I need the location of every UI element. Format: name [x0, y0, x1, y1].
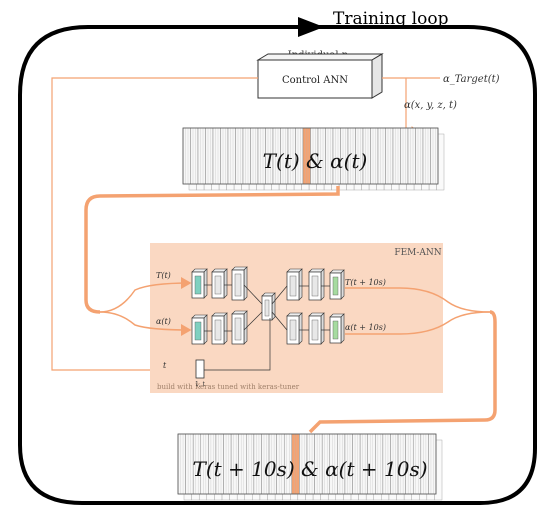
- decoder-T-output-kernel: [332, 276, 339, 296]
- stack-slice: [428, 433, 437, 495]
- encoder-T-layer-3-side: [243, 266, 248, 301]
- field-stack-bottom: [177, 433, 443, 501]
- fem-input-T: T(t): [156, 271, 171, 280]
- fem-ann-network: [191, 266, 345, 345]
- main-data-path-top: [84, 186, 340, 314]
- stack-slice: [235, 127, 244, 185]
- stack-slice: [182, 127, 191, 185]
- encoder-alpha-layer-2-side: [223, 312, 228, 345]
- stack-slice: [415, 127, 424, 185]
- time-node-label: 1, t: [195, 381, 206, 388]
- decoder-alpha-output-side: [340, 313, 345, 344]
- decoder-alpha-layer-2-side: [320, 312, 325, 345]
- stack-slice: [177, 433, 186, 495]
- fem-output-T: T(t + 10s): [345, 278, 386, 287]
- stack-slice: [220, 127, 229, 185]
- stack-slice: [250, 127, 259, 185]
- decoder-T-layer-1-side: [298, 268, 303, 301]
- stack-slice: [197, 127, 206, 185]
- control-ann-box: Control ANN: [256, 53, 384, 99]
- encoder-alpha-layer-3-kernel: [234, 317, 242, 341]
- main-data-path-bottom: [308, 310, 497, 434]
- stack-slice: [422, 127, 431, 185]
- encoder-T-layer-2-kernel: [214, 275, 222, 295]
- fem-input-alpha: α(t): [156, 317, 171, 326]
- stack-slice: [392, 127, 401, 185]
- alpha-field-label: α(x, y, z, t): [404, 100, 457, 111]
- input-splitter: [99, 277, 192, 336]
- decoder-alpha-layer-2-kernel: [311, 319, 319, 341]
- stack-slice: [430, 127, 439, 185]
- encoder-T-layer-3-kernel: [234, 273, 242, 297]
- encoder-alpha-layer-1-kernel: [194, 321, 202, 341]
- stack-outline: [182, 127, 439, 185]
- control-ann-label: Control ANN: [282, 75, 348, 86]
- layer-connection: [271, 311, 288, 331]
- loop-arrowhead: [298, 17, 324, 37]
- encoder-T-layer-1-kernel: [194, 275, 202, 295]
- latent-merge-layer-side: [271, 292, 276, 321]
- layer-connection: [271, 285, 288, 305]
- encoder-T-layer-2-side: [223, 268, 228, 299]
- diagram-title: Training loop: [333, 9, 449, 29]
- encoder-T-layer-1-side: [203, 268, 208, 299]
- stack-slice: [227, 127, 236, 185]
- fem-output-alpha: α(t + 10s): [345, 323, 386, 332]
- time-input-node: [195, 359, 205, 379]
- stack-slice: [205, 127, 214, 185]
- stack-outline: [177, 433, 437, 495]
- fem-ann-label: FEM-ANN: [394, 248, 441, 258]
- encoder-alpha-layer-1-side: [203, 314, 208, 345]
- stack-slice: [377, 127, 386, 185]
- decoder-T-layer-2-side: [320, 268, 325, 301]
- layer-connection: [243, 284, 263, 305]
- time-node-connector: [204, 318, 271, 371]
- latent-merge-layer-kernel: [264, 299, 270, 317]
- field-stack-top: [182, 127, 445, 191]
- field-stack-top-label: T(t) & α(t): [263, 149, 368, 173]
- training-loop-frame: [18, 25, 537, 505]
- field-stack-bottom-label: T(t + 10s) & α(t + 10s): [192, 457, 427, 481]
- decoder-alpha-layer-1-kernel: [289, 319, 297, 341]
- decoder-T-output-side: [340, 269, 345, 300]
- stack-slice: [370, 127, 379, 185]
- alpha-target-label: α_Target(t): [443, 74, 500, 85]
- stack-slice: [400, 127, 409, 185]
- decoder-alpha-output-kernel: [332, 320, 339, 340]
- output-merge: [345, 287, 491, 335]
- stack-slice: [212, 127, 221, 185]
- stack-slice: [385, 127, 394, 185]
- encoder-alpha-layer-2-kernel: [214, 319, 222, 341]
- decoder-alpha-layer-1-side: [298, 312, 303, 345]
- layer-connection: [243, 311, 263, 331]
- stack-slice: [190, 127, 199, 185]
- stack-slice: [242, 127, 251, 185]
- decoder-T-layer-2-kernel: [311, 275, 319, 297]
- keras-note: build with Keras tuned with keras-tuner: [157, 383, 300, 391]
- stack-slice: [407, 127, 416, 185]
- decoder-T-layer-1-kernel: [289, 275, 297, 297]
- fem-input-t: t: [163, 361, 167, 370]
